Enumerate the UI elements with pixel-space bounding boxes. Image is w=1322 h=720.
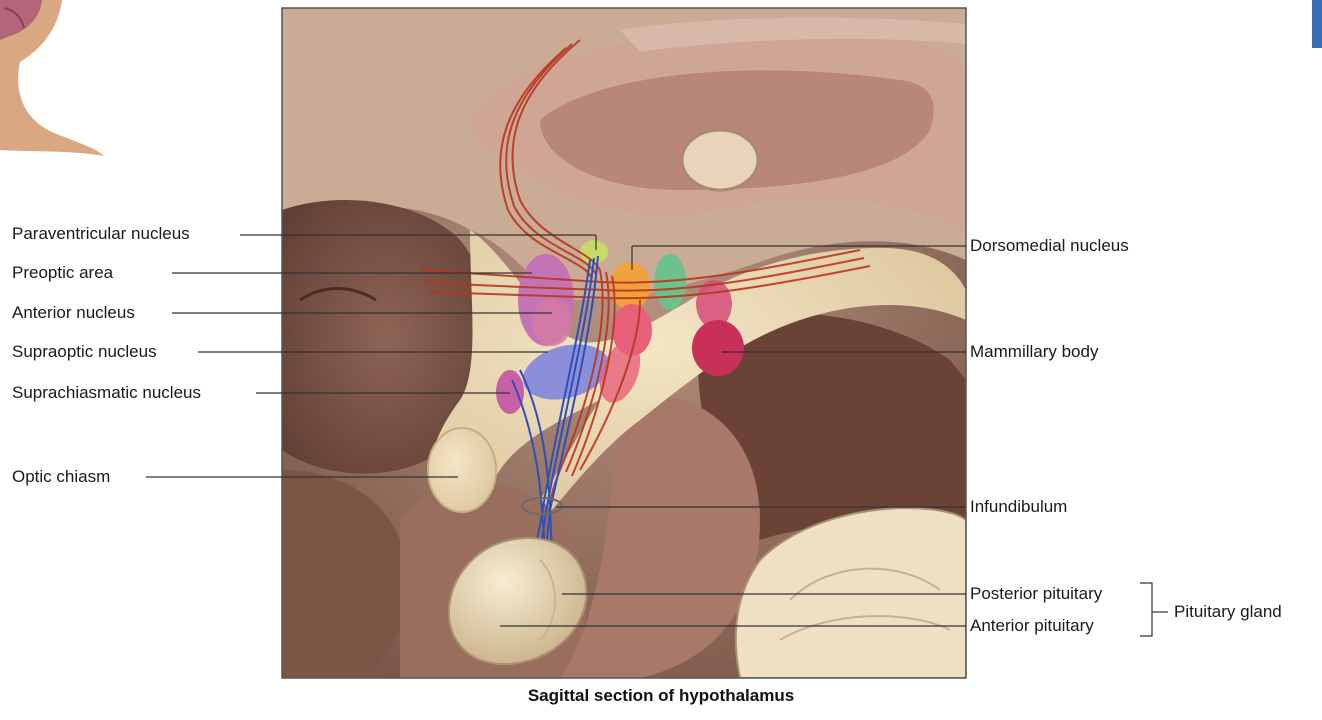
- label-suprachiasmatic-nucleus: Suprachiasmatic nucleus: [12, 383, 201, 403]
- label-pituitary-gland: Pituitary gland: [1174, 602, 1282, 622]
- label-infundibulum: Infundibulum: [970, 497, 1067, 517]
- head-thumbnail: [0, 0, 104, 156]
- label-anterior-pituitary: Anterior pituitary: [970, 616, 1094, 636]
- corner-tab: [1312, 0, 1322, 48]
- label-paraventricular-nucleus: Paraventricular nucleus: [12, 224, 190, 244]
- section-panel: [282, 8, 966, 678]
- figure-caption: Sagittal section of hypothalamus: [0, 686, 1322, 706]
- label-preoptic-area: Preoptic area: [12, 263, 113, 283]
- label-posterior-pituitary: Posterior pituitary: [970, 584, 1102, 604]
- label-optic-chiasm: Optic chiasm: [12, 467, 110, 487]
- label-anterior-nucleus: Anterior nucleus: [12, 303, 135, 323]
- label-supraoptic-nucleus: Supraoptic nucleus: [12, 342, 157, 362]
- label-dorsomedial-nucleus: Dorsomedial nucleus: [970, 236, 1129, 256]
- label-mammillary-body: Mammillary body: [970, 342, 1098, 362]
